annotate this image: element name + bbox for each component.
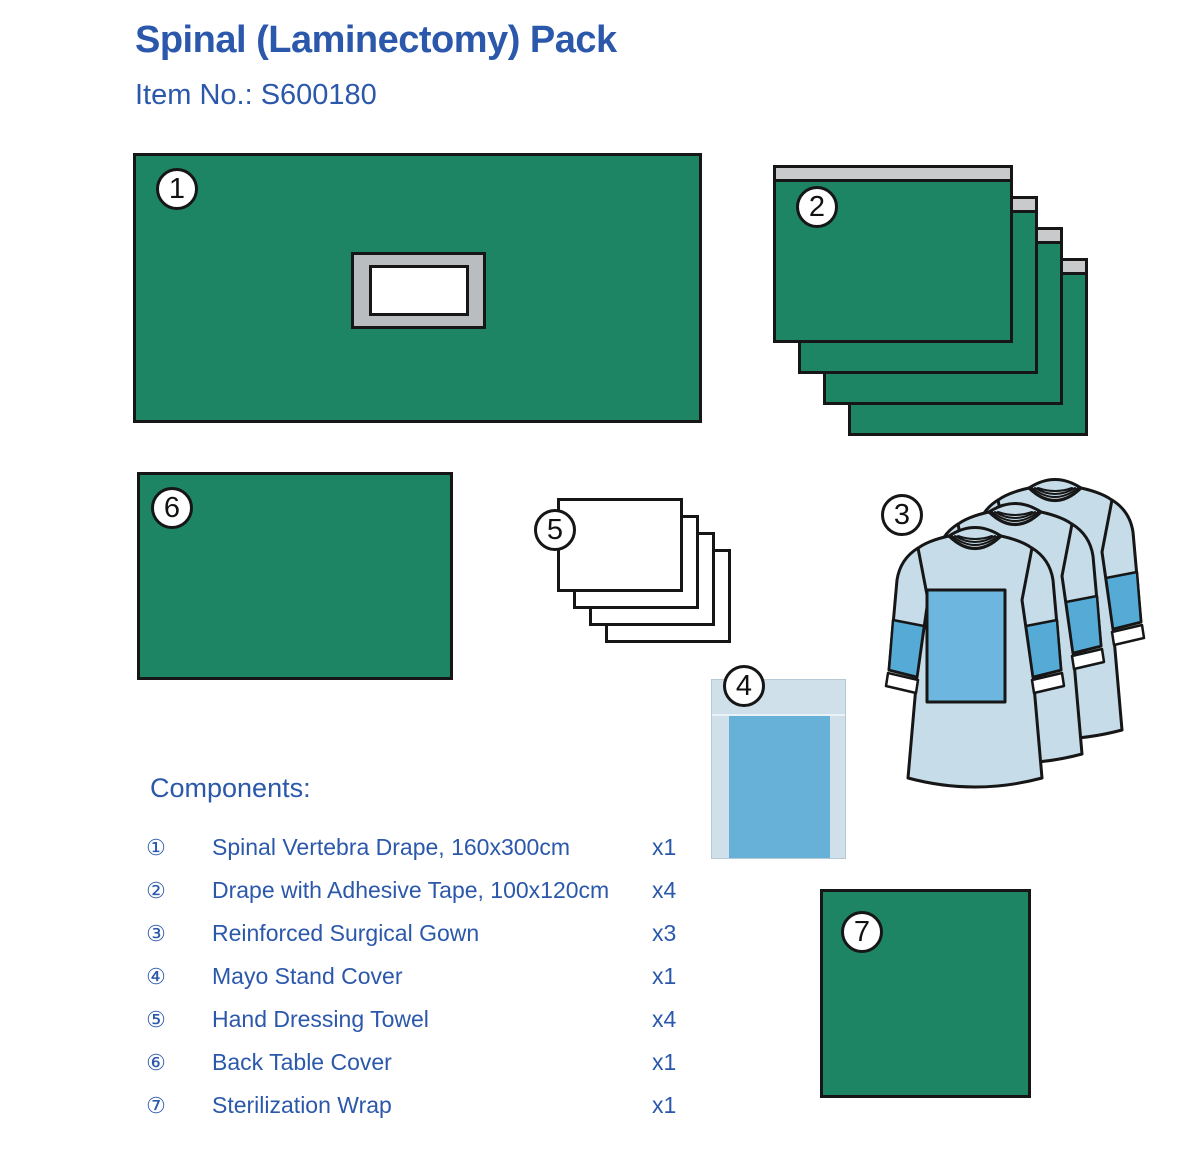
component-qty: x3 [652,920,677,946]
adhesive-drape [773,165,1013,343]
component-marker: ④ [146,964,166,989]
component-label: Mayo Stand Cover [212,963,403,989]
component-marker: ③ [146,921,166,946]
components-list: ① Spinal Vertebra Drape, 160x300cm x1 ② … [143,826,743,1127]
item-badge-5: 5 [534,509,576,551]
fenestration-frame [351,252,486,329]
mayo-fold-line [712,714,845,716]
item-badge-6: 6 [151,487,193,529]
component-marker: ① [146,835,166,860]
item-badge-4: 4 [723,665,765,707]
component-label: Spinal Vertebra Drape, 160x300cm [212,834,570,860]
fenestration-window [368,265,469,316]
component-qty: x4 [652,877,677,903]
component-qty: x1 [652,963,677,989]
components-heading: Components: [150,773,311,803]
item-badge-7: 7 [841,911,883,953]
surgical-gown [884,526,1066,789]
item-badge-1: 1 [156,168,198,210]
adhesive-tape-strip [776,168,1010,182]
item-badge-3: 3 [881,494,923,536]
component-row: ② Drape with Adhesive Tape, 100x120cm x4 [143,869,743,912]
component-row: ⑤ Hand Dressing Towel x4 [143,998,743,1041]
component-row: ① Spinal Vertebra Drape, 160x300cm x1 [143,826,743,869]
page-title: Spinal (Laminectomy) Pack [135,19,617,61]
component-row: ③ Reinforced Surgical Gown x3 [143,912,743,955]
component-qty: x1 [652,834,677,860]
mayo-stand-cover-illustration [711,679,846,859]
component-label: Drape with Adhesive Tape, 100x120cm [212,877,610,903]
component-qty: x4 [652,1006,677,1032]
component-row: ⑥ Back Table Cover x1 [143,1041,743,1084]
component-row: ⑦ Sterilization Wrap x1 [143,1084,743,1127]
component-marker: ⑦ [146,1093,166,1118]
towel-stack [557,498,731,643]
towel [557,498,683,592]
component-label: Reinforced Surgical Gown [212,920,480,946]
component-marker: ② [146,878,166,903]
item-badge-2: 2 [796,186,838,228]
component-qty: x1 [652,1092,677,1118]
component-row: ④ Mayo Stand Cover x1 [143,955,743,998]
component-label: Hand Dressing Towel [212,1006,429,1032]
adhesive-drapes-stack [773,165,1088,436]
component-label: Sterilization Wrap [212,1092,392,1118]
item-number: Item No.: S600180 [135,79,377,111]
mayo-inner-panel [729,716,830,858]
component-qty: x1 [652,1049,677,1075]
spinal-vertebra-drape-illustration [133,153,702,423]
component-marker: ⑤ [146,1007,166,1032]
component-label: Back Table Cover [212,1049,392,1075]
component-marker: ⑥ [146,1050,166,1075]
